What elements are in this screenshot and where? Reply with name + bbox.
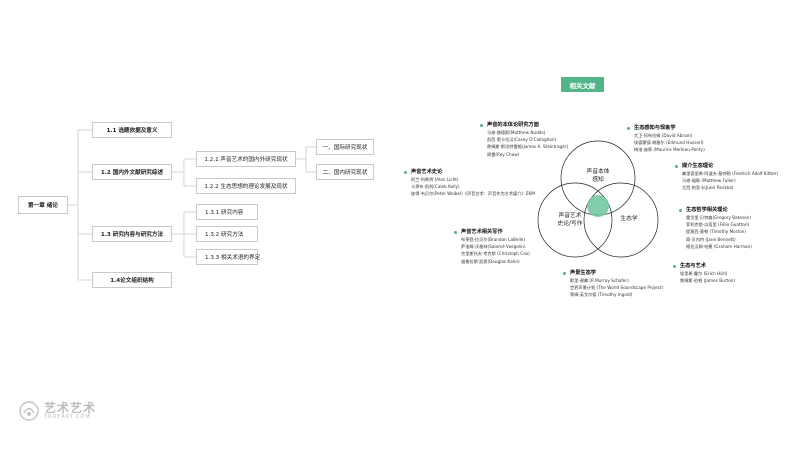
reference-item: 提莫西·莫顿 (Timothy Morton) [686,229,746,235]
section-1-1-node: 1.1 选题依据及意义 [92,122,172,138]
group-writing: 声音艺术相关写作 布莱登·拉贝尔(Brandon LaBelle) 萨洛姆·沃格… [454,228,530,265]
international-research-node: 一、国际研究现状 [316,139,374,155]
section-label: 1.2 国内外文献研究综述 [100,170,164,176]
chapter-label: 第一章 绪论 [28,203,58,209]
literature-title-badge: 相关文献 [561,77,604,92]
group-heading: 声音的本体论研究方面 [480,121,568,129]
reference-item: 世界声景计划 (The World Soundscape Project) [570,285,664,291]
reference-item: 周雷(Rey Chow) [487,151,520,157]
venn-left-line: 史论/写作 [557,221,583,227]
section-label: 1.4论文组织结构 [110,278,154,284]
reference-item: 马修·赫德斯(Matthew Nudds) [487,130,546,135]
reference-item: 默里·谢弗 (R.Murray Schafer) [570,278,629,283]
reference-item: 菲利克斯·瓜塔里 (Félix Guattari) [686,222,750,228]
section-label: 1.1 选题依据及意义 [106,128,158,134]
bullet-dot-icon [454,230,457,234]
subsection-label: 一、国际研究现状 [322,145,368,151]
bullet-dot-icon [563,271,566,275]
group-heading: 生态哲学相关理论 [679,206,752,214]
bullet-dot-icon [679,208,682,212]
reference-item: 马修·福勒 (Matthew Fuller) [682,178,736,184]
venn-label-top: 声音本体 感知 [578,168,618,184]
reference-item: 萨洛姆·沃格林(Salomé Voegelin) [461,244,526,250]
watermark: 艺术艺术 TRUEART.COM [18,400,96,422]
reference-item: 雷戈里·贝特森(Gregory Bateson) [686,215,751,220]
venn-label-right: 生态学 [620,216,638,222]
group-heading: 声景生态学 [563,269,663,277]
reference-item: 格拉汉姆·哈曼 (Graham Harman) [686,243,752,249]
reference-item: 彼得·韦贝尔(Peter Weibel)《声音艺术：声音作为艺术媒介》ZKM [411,191,535,197]
subsection-label: 1.3.3 相关术语的界定 [205,255,261,261]
reference-item: 克里斯托夫·考克斯 (Christoph Cox) [461,251,530,257]
chapter-node: 第一章 绪论 [18,196,68,214]
bullet-dot-icon [675,164,678,168]
bullet-dot-icon [673,264,676,268]
reference-item: 布莱登·拉贝尔(Brandon LaBelle) [461,237,525,242]
venn-left-line: 声音艺术 [558,213,582,219]
group-soundscape: 声景生态学 默里·谢弗 (R.Murray Schafer) 世界声景计划 (T… [563,269,664,299]
group-heading: 媒介生态理论 [675,162,778,170]
subsection-label: 二、国内研究现状 [322,170,368,176]
group-eco-art: 生态与艺术 埃里希·霍尔 (Erich Hörl) 詹姆斯·伯顿 (James … [673,262,735,284]
watermark-subtext: TRUEART.COM [44,414,91,420]
subsection-1-2-1-node: 1.2.1 声音艺术的国内外研究现状 [196,151,296,167]
group-ontology: 声音的本体论研究方面 马修·赫德斯(Matthew Nudds) 凯西·奥卡拉汉… [480,121,569,158]
subsection-1-3-2-node: 1.3.2 研究方法 [196,226,258,242]
literature-title: 相关文献 [569,81,596,90]
watermark-text-block: 艺术艺术 TRUEART.COM [44,402,96,420]
venn-top-line: 感知 [592,177,604,183]
reference-item: 詹姆斯·斯坦特雷格(James A. Steintrager) [487,144,569,150]
subsection-1-2-2-node: 1.2.2 生态思想的理论发展及现状 [196,178,296,194]
subsection-1-3-3-node: 1.3.3 相关术语的界定 [196,249,261,265]
group-eco-philosophy: 生态哲学相关理论 雷戈里·贝特森(Gregory Bateson) 菲利克斯·瓜… [679,206,752,250]
watermark-text: 艺术艺术 [44,401,97,415]
bullet-dot-icon [404,170,407,174]
subsection-1-3-1-node: 1.3.1 研究内容 [196,204,258,220]
subsection-label: 1.2.2 生态思想的理论发展及现状 [204,184,288,190]
subsection-label: 1.2.1 声音艺术的国内外研究现状 [204,157,288,163]
reference-item: 凯西·奥卡拉汉(Casey O'Callaghan) [487,137,557,143]
subsection-label: 1.3.1 研究内容 [205,210,244,216]
group-perception: 生态感知与现象学 大卫·阿布拉姆 (David Abram) 埃德蒙德·胡塞尔 … [627,124,705,154]
reference-item: 道格拉斯·凯恩(Douglas Kahn) [461,258,520,264]
reference-item: 蒂姆·英戈尔德 (Timothy Ingold) [570,292,633,298]
bullet-dot-icon [627,126,630,130]
group-heading: 声音艺术相关写作 [454,228,530,236]
group-heading: 生态感知与现象学 [627,124,705,132]
reference-item: 大卫·阿布拉姆 (David Abram) [634,133,693,138]
bullet-dot-icon [480,123,483,127]
group-heading: 声音艺术史论 [404,168,535,176]
section-1-2-node: 1.2 国内外文献研究综述 [92,164,172,180]
venn-top-line: 声音本体 [586,169,610,175]
section-1-4-node: 1.4论文组织结构 [92,272,172,288]
section-label: 1.3 研究内容与研究方法 [100,232,164,238]
group-history: 声音艺术史论 阿兰·利希特 (Alan Licht) 卡莱布·凯利(Caleb … [404,168,535,198]
group-heading: 生态与艺术 [673,262,735,270]
reference-item: 弗里德里希·阿道夫·基特勒 (Fredrich Adolf Kittler) [682,171,779,176]
group-media-ecology: 媒介生态理论 弗里德里希·阿道夫·基特勒 (Fredrich Adolf Kit… [675,162,779,192]
reference-item: 阿兰·利希特 (Alan Licht) [411,177,459,182]
domestic-research-node: 二、国内研究现状 [316,164,374,180]
watermark-logo-icon [19,401,39,421]
reference-item: 埃里希·霍尔 (Erich Hörl) [680,271,728,276]
venn-center-highlight [587,195,609,217]
reference-item: 简·贝内特 (Jane Bennett) [686,236,736,242]
venn-label-left: 声音艺术 史论/写作 [548,212,592,228]
section-1-3-node: 1.3 研究内容与研究方法 [92,226,172,242]
reference-item: 梅洛·庞蒂 (Maurice Merleau-Ponty) [634,147,705,153]
reference-item: 埃德蒙德·胡塞尔 (Edmund Husserl) [634,140,704,146]
reference-item: 尤西·帕里卡(Jussi Parikka) [682,185,734,191]
reference-item: 詹姆斯·伯顿 (James Burton) [680,278,735,284]
reference-item: 卡莱布·凯利(Caleb Kelly) [411,184,460,190]
subsection-label: 1.3.2 研究方法 [205,232,244,238]
